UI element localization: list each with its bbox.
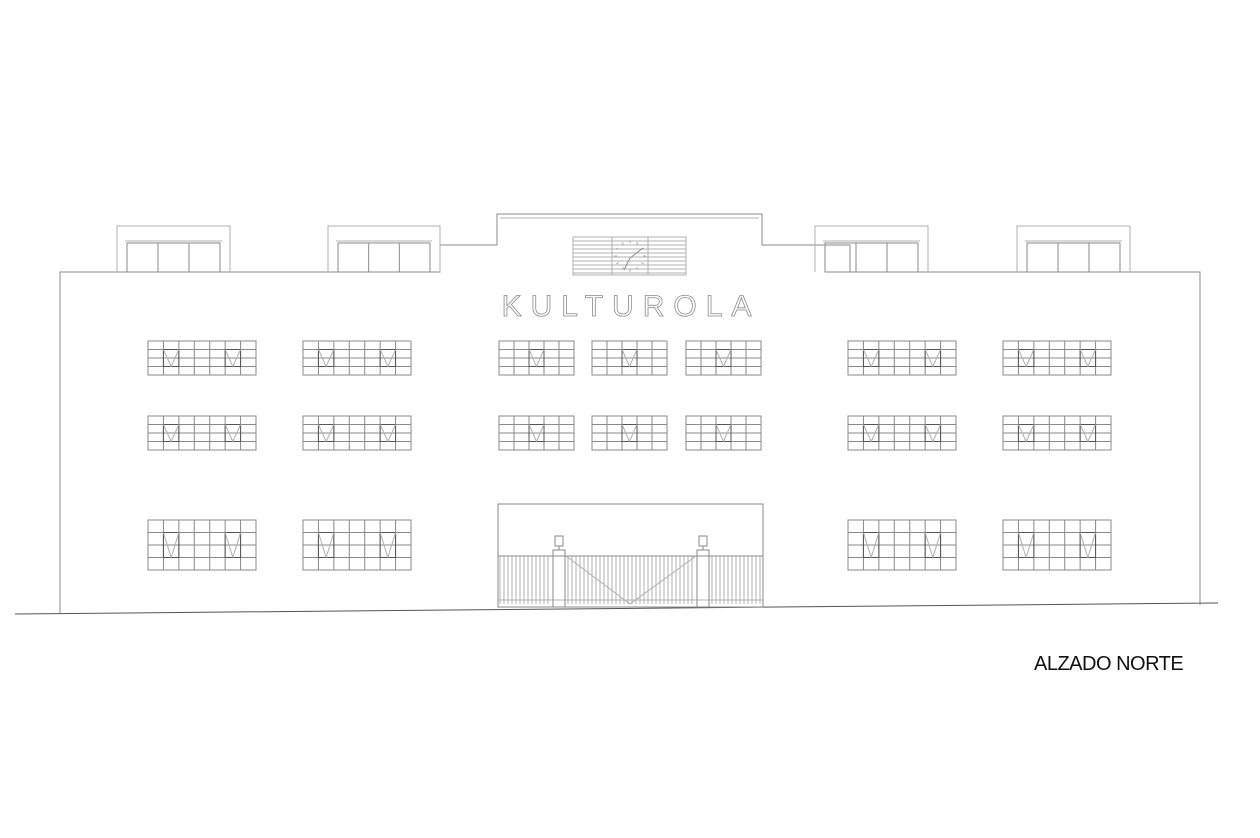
lamp (698, 535, 708, 547)
roof-box (327, 225, 441, 272)
window-opening-symbol (621, 424, 638, 443)
window (302, 340, 412, 376)
roof-window-frame (1026, 242, 1121, 273)
roof-box (814, 225, 929, 272)
roof-box (1016, 225, 1131, 272)
roof-window-frame (126, 242, 221, 273)
window-opening-symbol (317, 424, 335, 443)
window (847, 519, 957, 571)
window-opening-symbol (379, 424, 397, 443)
window (685, 415, 762, 451)
window-opening-symbol (224, 532, 242, 560)
gate-brace (629, 555, 697, 605)
window-opening-symbol (1079, 424, 1097, 443)
window-opening-symbol (924, 424, 942, 443)
window-opening-symbol (862, 532, 880, 560)
clock-tick (621, 241, 624, 245)
lamp (554, 535, 564, 547)
window-opening-symbol (379, 349, 397, 368)
window-opening-symbol (528, 349, 545, 368)
window-opening-symbol (1017, 349, 1035, 368)
window-opening-symbol (317, 349, 335, 368)
window-opening-symbol (162, 532, 180, 560)
window-opening-symbol (317, 532, 335, 560)
window-opening-symbol (621, 349, 638, 368)
ground-line (14, 602, 1219, 615)
roof-structures (116, 225, 1131, 273)
window (498, 415, 575, 451)
clock-tick (621, 267, 624, 271)
roof-window (125, 240, 222, 273)
facade (14, 213, 1219, 615)
roof-window-frame (824, 242, 919, 273)
window-opening-symbol (1079, 349, 1097, 368)
roof-window (1025, 240, 1122, 273)
window-opening-symbol (379, 532, 397, 560)
window-opening-symbol (162, 424, 180, 443)
clock-tick (615, 262, 619, 265)
clock-tick (641, 262, 645, 265)
clock-face (611, 236, 649, 276)
clock-tick (636, 267, 639, 271)
window (591, 340, 668, 376)
window-opening-symbol (162, 349, 180, 368)
window (147, 415, 257, 451)
window (591, 415, 668, 451)
window-opening-symbol (1079, 532, 1097, 560)
drawing-caption: ALZADO NORTE (1034, 653, 1184, 675)
gate-brace (565, 555, 631, 605)
window-opening-symbol (715, 424, 732, 443)
window (147, 519, 257, 571)
gate-pillar (552, 549, 566, 608)
gate-pillar (696, 549, 710, 608)
window-opening-symbol (862, 424, 880, 443)
roof-box (116, 225, 231, 272)
window-opening-symbol (1017, 424, 1035, 443)
window (147, 340, 257, 376)
window-opening-symbol (715, 349, 732, 368)
window (302, 415, 412, 451)
window (1002, 519, 1112, 571)
building-sign: KULTUROLA (502, 290, 761, 323)
window-opening-symbol (924, 349, 942, 368)
clock-panel (572, 236, 687, 276)
window-opening-symbol (862, 349, 880, 368)
window (1002, 415, 1112, 451)
clock-tick (636, 241, 639, 245)
roof-window-frame (337, 242, 431, 273)
window-opening-symbol (1017, 532, 1035, 560)
clock-hand-minute (629, 247, 644, 259)
window (685, 340, 762, 376)
clock-tick (615, 247, 619, 250)
window (847, 340, 957, 376)
roof-window (823, 240, 920, 273)
window (498, 340, 575, 376)
window (1002, 340, 1112, 376)
windows (147, 340, 1112, 571)
clock-hand-hour (623, 257, 631, 271)
window-opening-symbol (528, 424, 545, 443)
window (847, 415, 957, 451)
window-opening-symbol (924, 532, 942, 560)
window-opening-symbol (224, 349, 242, 368)
roof-window (336, 240, 432, 273)
window-opening-symbol (224, 424, 242, 443)
window (302, 519, 412, 571)
entrance-gate (497, 503, 764, 608)
